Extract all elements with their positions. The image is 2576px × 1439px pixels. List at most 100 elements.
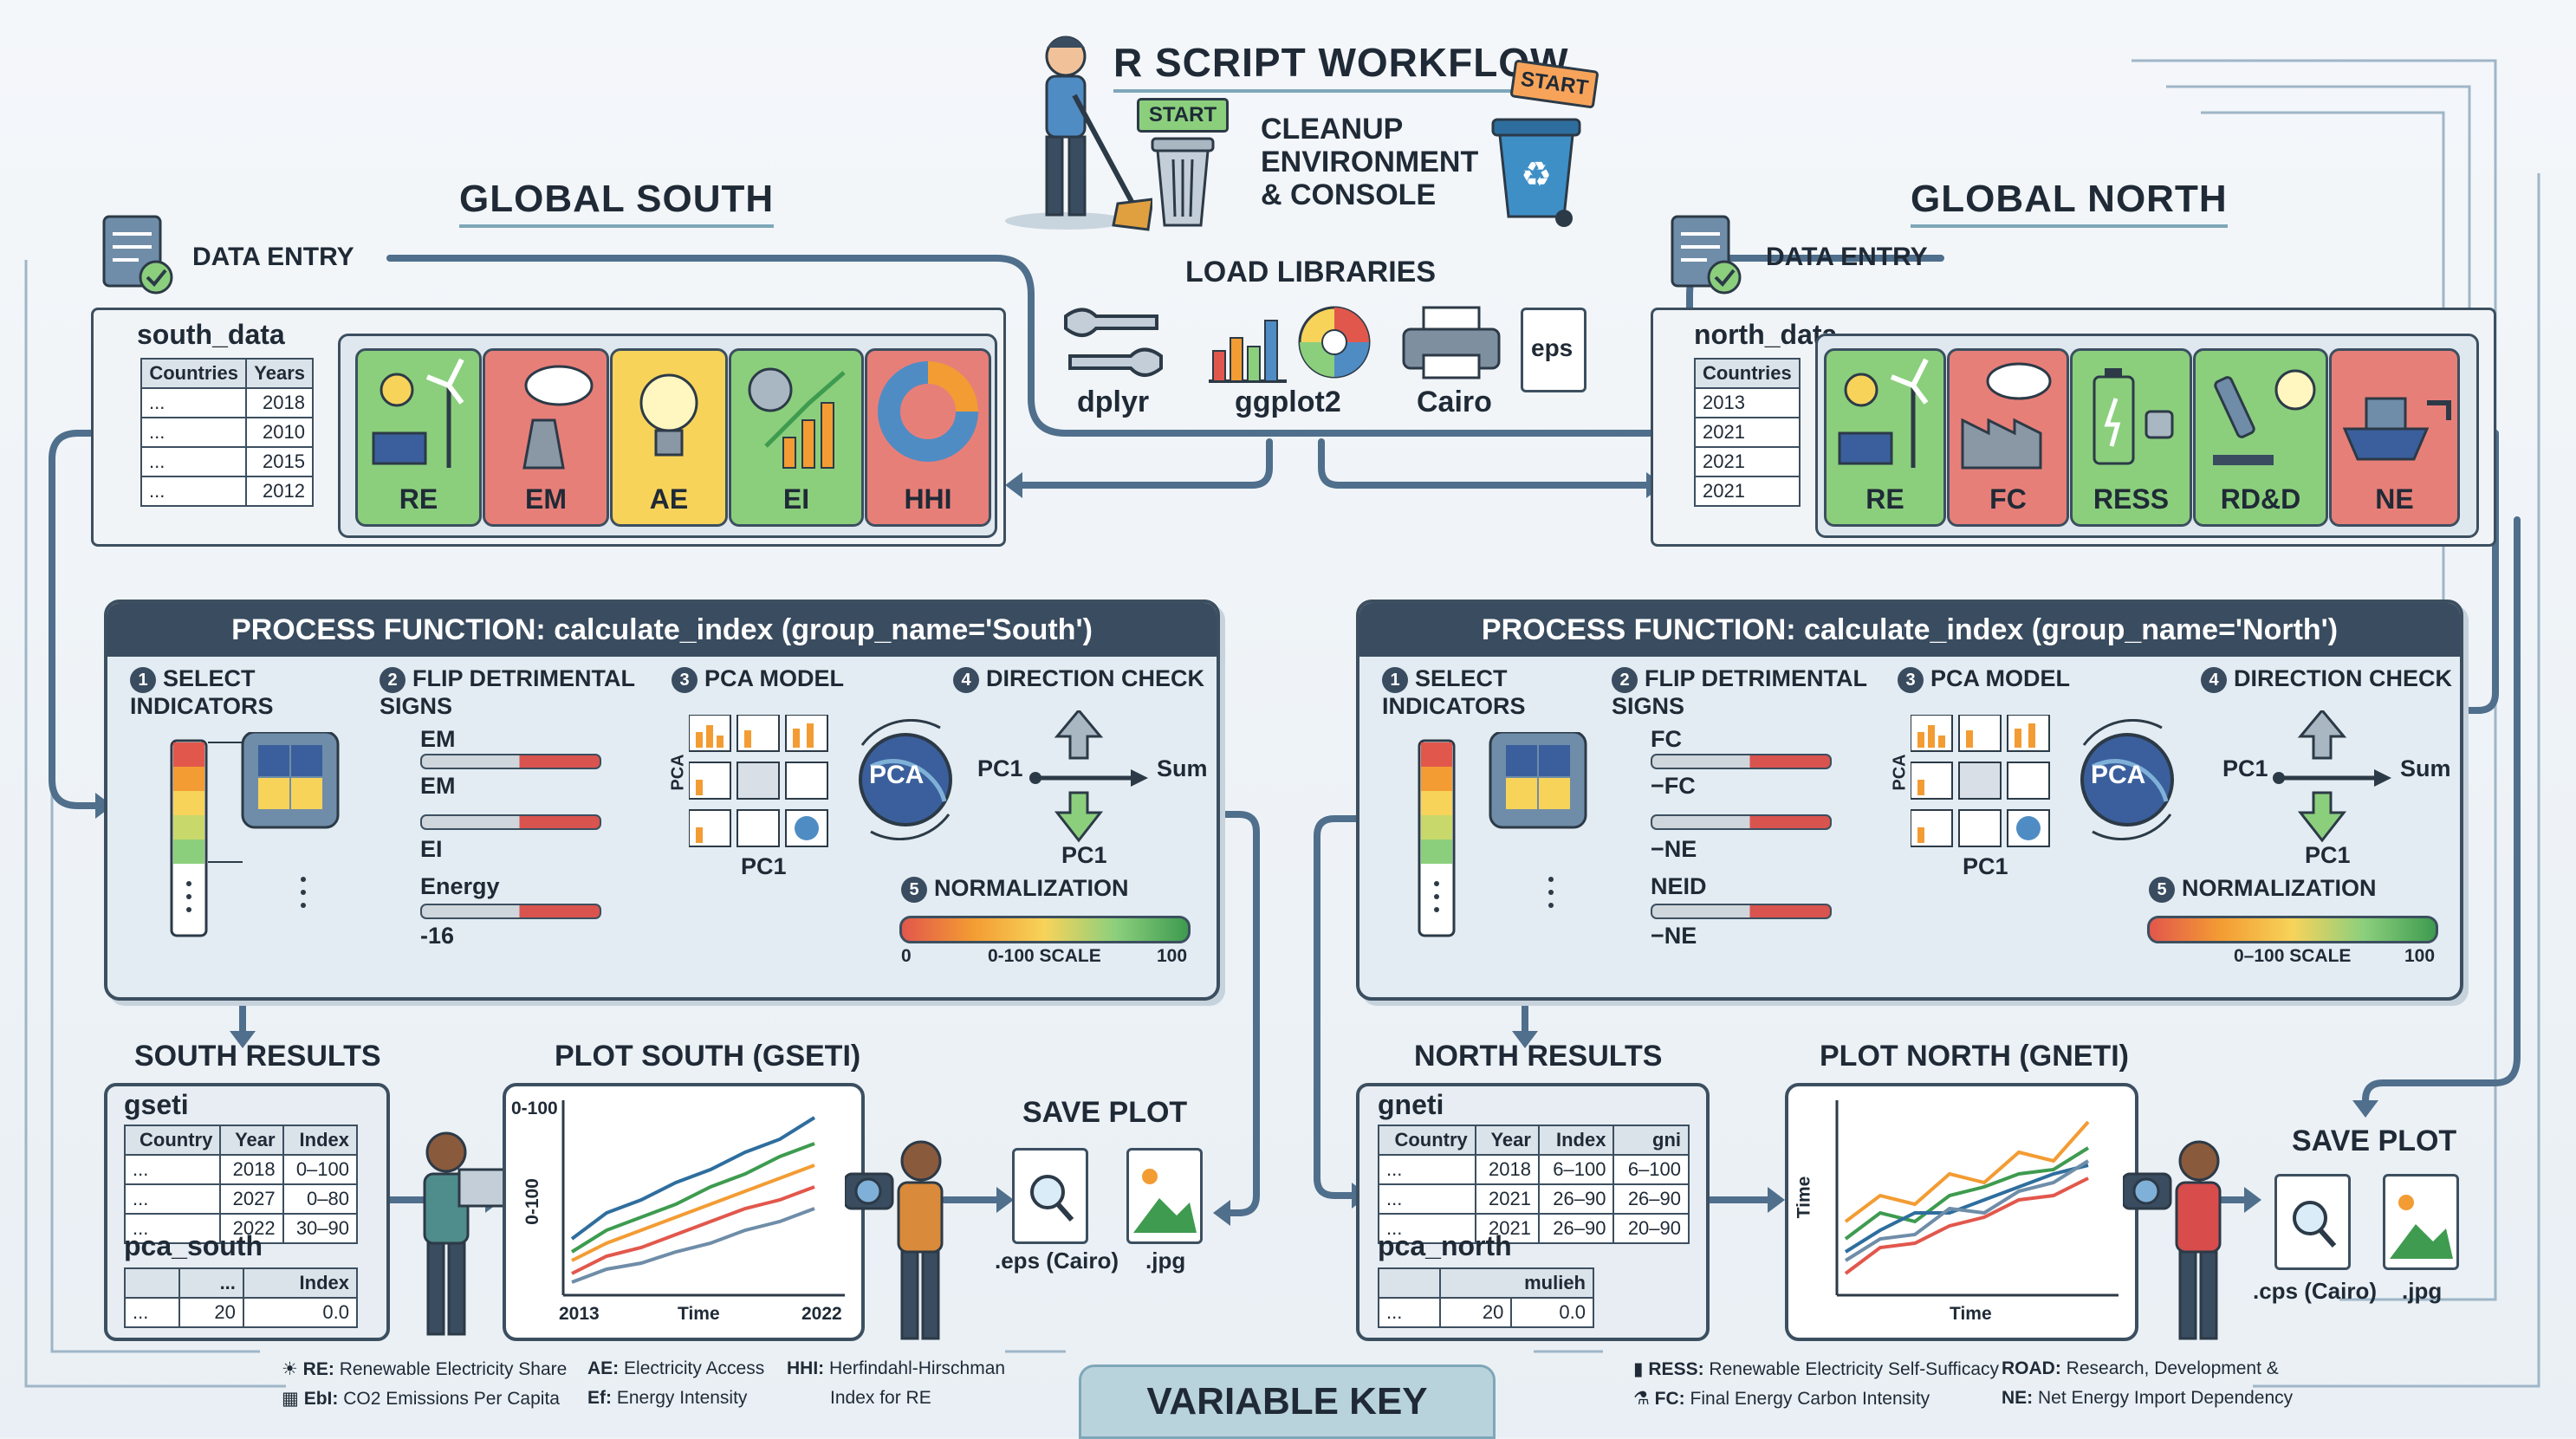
south-plot-y-side: 0-100: [522, 1178, 542, 1225]
south-dataset-name: south_data: [137, 319, 285, 350]
north-save-title: SAVE PLOT: [2292, 1125, 2457, 1157]
north-plot-x-mid: Time: [1950, 1304, 1992, 1324]
south-scale-min: 0: [901, 946, 912, 966]
south-select-indicators-graphic: [170, 732, 340, 937]
north-flip-label-2: −FC: [1651, 773, 1696, 799]
trash-can-icon: [1151, 137, 1215, 227]
load-libraries-label: LOAD LIBRARIES: [1185, 256, 1436, 288]
south-dir-sum: Sum: [1157, 755, 1208, 781]
smoke-cloud-icon: [522, 365, 594, 470]
north-scale-label: 0–100 SCALE: [2234, 946, 2352, 966]
north-clipboard-check-icon: [1671, 215, 1742, 295]
south-normalization-scale: [899, 916, 1191, 943]
north-dir-sum: Sum: [2400, 755, 2451, 781]
north-title: GLOBAL NORTH: [1911, 178, 2228, 228]
south-result-name: gseti: [124, 1089, 189, 1120]
north-flip-bar-3: [1651, 904, 1832, 919]
key-hhi-cont: Index for RE: [830, 1388, 931, 1408]
south-save-jpg: .jpg: [1145, 1248, 1186, 1274]
north-save-jpg: .jpg: [2402, 1278, 2443, 1304]
south-pc1-label: PC1: [741, 853, 787, 879]
north-pca-axis-label: PCA: [1890, 754, 1910, 791]
north-indicator-ne: NE: [2329, 348, 2460, 527]
north-flip-label-4: NEID: [1651, 873, 1707, 899]
south-plot-lines: [561, 1100, 845, 1297]
south-flip-bar-3: [420, 904, 601, 919]
north-save-eps: .cps (Cairo): [2253, 1278, 2378, 1304]
lightbulb-icon: [639, 373, 698, 457]
microscope-icon: [2213, 369, 2316, 465]
north-eps-file-icon: [2274, 1174, 2351, 1270]
north-jpg-file-icon: [2383, 1174, 2459, 1270]
south-plot-x-right: 2022: [801, 1304, 842, 1324]
north-data-table: Countries 2013 2021 2021 2021: [1694, 358, 1801, 507]
north-image-icon: [2390, 1195, 2453, 1259]
factory-icon: [1961, 362, 2052, 470]
south-flip-bar-1: [420, 754, 601, 769]
north-normalization-scale: [2147, 916, 2438, 943]
workflow-title: R SCRIPT WORKFLOW: [1113, 39, 1569, 93]
north-flip-bar-2: [1651, 814, 1832, 830]
eps-file-icon: eps: [1521, 308, 1586, 392]
north-direction-arrows: [2273, 710, 2391, 843]
variable-key-title: VARIABLE KEY: [1079, 1364, 1496, 1439]
south-plot-y-top: 0-100: [511, 1099, 558, 1118]
image-icon: [1133, 1169, 1197, 1233]
south-pca-globe-label: PCA: [869, 761, 925, 789]
south-eps-file-icon: [1012, 1148, 1088, 1244]
key-ef: Ef: Energy Intensity: [587, 1388, 748, 1408]
south-dir-pc1-down: PC1: [1061, 842, 1107, 868]
svg-text:♻: ♻: [1521, 156, 1552, 194]
north-flip-bar-1: [1651, 754, 1832, 769]
gear-growth-icon: [748, 367, 846, 469]
south-indicator-re: RE: [355, 348, 482, 527]
library-cairo: Cairo: [1417, 386, 1492, 418]
start-sign: START: [1137, 98, 1229, 133]
key-road: ROAD: Research, Development &: [2002, 1358, 2279, 1378]
battery-plug-icon: [2093, 368, 2174, 465]
key-fc: ⚗ FC: Final Energy Carbon Intensity: [1633, 1389, 1930, 1409]
north-pca-globe-icon: [2080, 719, 2174, 840]
wrench-icon: [1064, 308, 1163, 377]
recycle-bin-icon: ♻: [1491, 118, 1581, 227]
solar-wind-icon: [372, 358, 464, 468]
north-pca-name: pca_north: [1378, 1230, 1512, 1261]
south-scale-max: 100: [1157, 946, 1188, 966]
north-select-indicators-graphic: [1418, 732, 1587, 937]
key-ebi: ▦ EbI: CO2 Emissions Per Capita: [282, 1389, 560, 1409]
clipboard-check-icon: [102, 215, 173, 295]
key-ress: ▮ RESS: Renewable Electricity Self-Suffi…: [1633, 1359, 2000, 1379]
library-dplyr: dplyr: [1077, 386, 1150, 418]
south-photographer-figure-icon: [845, 1140, 944, 1340]
south-scale-label: 0-100 SCALE: [988, 946, 1101, 966]
south-data-entry-label: DATA ENTRY: [192, 243, 354, 271]
north-pc1-label: PC1: [1963, 853, 2008, 879]
south-flip-label-3: EI: [420, 836, 443, 862]
north-solar-wind-icon: [1838, 358, 1929, 468]
north-flip-label-5: −NE: [1651, 923, 1697, 949]
south-pca-thumbnails: [689, 715, 828, 847]
north-pca-globe-label: PCA: [2091, 761, 2146, 789]
north-dir-pc1-down: PC1: [2305, 842, 2351, 868]
north-photographer-figure-icon: [2123, 1140, 2222, 1340]
south-process-title: PROCESS FUNCTION: calculate_index (group…: [107, 603, 1217, 657]
south-flip-label-2: EM: [420, 773, 456, 799]
south-pca-axis-label: PCA: [668, 754, 688, 791]
north-flip-label-3: −NE: [1651, 836, 1697, 862]
north-plot-lines: [1835, 1100, 2119, 1297]
south-title: GLOBAL SOUTH: [459, 178, 775, 228]
north-scale-max: 100: [2404, 946, 2436, 966]
north-dataset-name: north_data: [1694, 319, 1838, 350]
key-hhi: HHI: Herfindahl-Hirschman: [787, 1358, 1006, 1378]
south-save-eps: .eps (Cairo): [995, 1248, 1119, 1274]
ship-tap-icon: [2342, 397, 2451, 461]
south-plot-x-mid: Time: [678, 1304, 720, 1324]
ggplot-chart-icon: [1209, 306, 1371, 383]
